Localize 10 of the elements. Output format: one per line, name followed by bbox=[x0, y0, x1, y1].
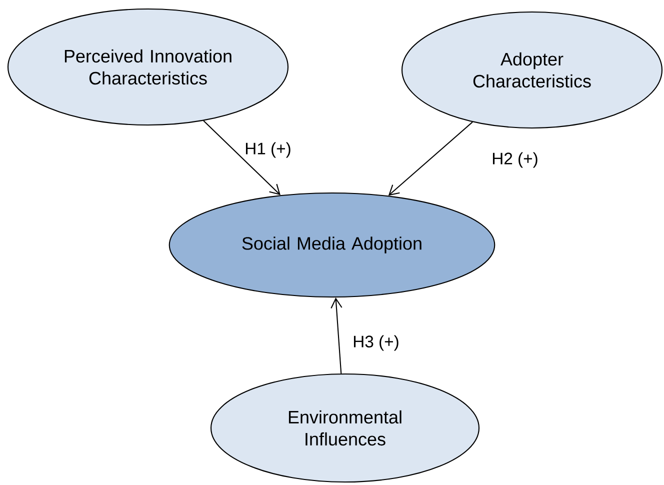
edge-label: H3 (+) bbox=[354, 335, 398, 351]
ellipse-node: Adopter Characteristics bbox=[401, 11, 663, 129]
ellipse-node: Perceived Innovation Characteristics bbox=[7, 8, 289, 126]
ellipse-node: Social Media Adoption bbox=[168, 192, 496, 298]
edge-label: H2 (+) bbox=[492, 152, 538, 168]
arrow bbox=[388, 122, 473, 196]
ellipse-node: Environmental Influences bbox=[210, 373, 480, 483]
arrow bbox=[330, 298, 342, 374]
arrow bbox=[203, 120, 280, 196]
edge-label: H1 (+) bbox=[246, 142, 290, 158]
